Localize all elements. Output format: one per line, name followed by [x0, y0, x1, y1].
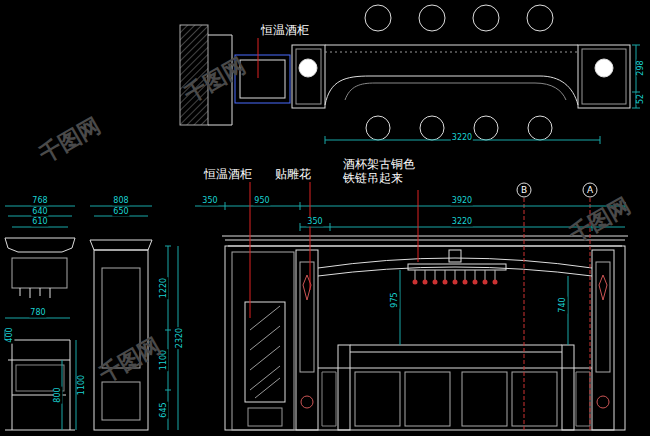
- dimension-text: 2320: [175, 327, 184, 349]
- section-marker-letter: A: [587, 185, 593, 195]
- dimension-text: 350: [201, 196, 218, 205]
- dimension-text: 3220: [451, 133, 473, 142]
- dimension-text: 52: [636, 93, 645, 105]
- section-marker-letter: B: [521, 185, 527, 195]
- dimension-text: 1220: [159, 277, 168, 299]
- callout-label: 酒杯架古铜色 铁链吊起来: [343, 158, 421, 186]
- dimension-text: 780: [29, 308, 46, 317]
- dimension-text: 645: [159, 401, 168, 418]
- dimension-text: 1100: [77, 374, 86, 396]
- dimension-text: 3220: [451, 217, 473, 226]
- dimension-text: 768: [31, 196, 48, 205]
- dimension-text: 740: [558, 296, 567, 313]
- dimension-text: 950: [253, 196, 270, 205]
- dimension-text: 350: [306, 217, 323, 226]
- dimension-text: 640: [31, 207, 48, 216]
- watermark: 千图网: [95, 333, 165, 388]
- dimension-text: 610: [31, 217, 48, 226]
- watermark: 千图网: [565, 193, 635, 248]
- dimension-text: 975: [390, 291, 399, 308]
- dimension-text: 3920: [451, 196, 473, 205]
- callout-label: 恒温酒柜: [204, 168, 252, 182]
- dimension-text: 800: [53, 386, 62, 403]
- dimension-text: 298: [636, 59, 645, 76]
- callout-label: 贴雕花: [275, 168, 311, 182]
- dimension-text: 650: [112, 207, 129, 216]
- watermark: 千图网: [35, 113, 105, 168]
- dimension-text: 808: [112, 196, 129, 205]
- dimension-text: 400: [5, 326, 14, 343]
- callout-label: 恒温酒柜: [261, 24, 309, 38]
